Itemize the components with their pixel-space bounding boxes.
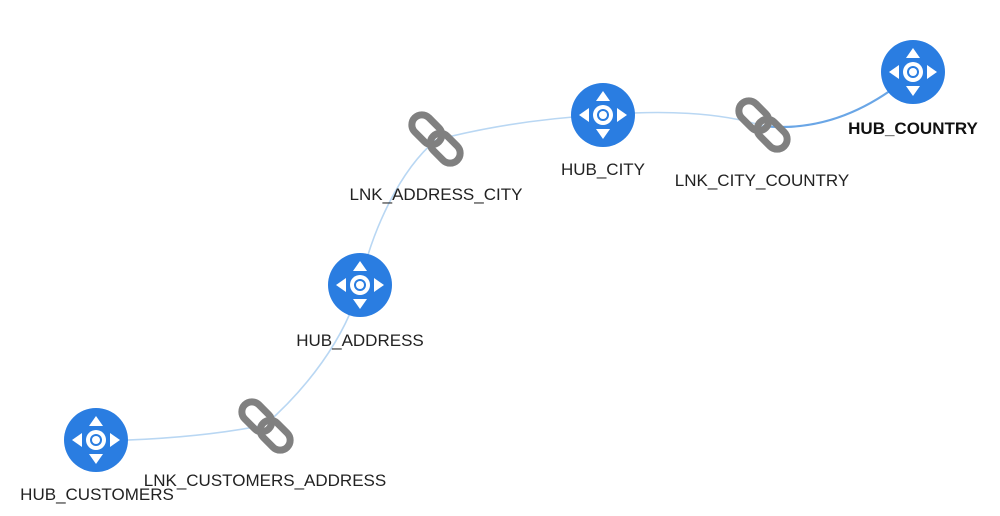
node-hub-customers[interactable]: HUB_CUSTOMERS <box>20 408 174 504</box>
node-hub-city[interactable]: HUB_CITY <box>561 83 645 179</box>
node-label-hub-country: HUB_COUNTRY <box>848 119 978 138</box>
node-hub-country[interactable]: HUB_COUNTRY <box>848 40 979 138</box>
node-label-lnk-address-city: LNK_ADDRESS_CITY <box>350 185 523 204</box>
node-label-hub-address: HUB_ADDRESS <box>296 331 424 350</box>
hub-icon <box>881 40 945 104</box>
chain-link-icon <box>735 97 792 154</box>
hub-icon <box>64 408 128 472</box>
node-label-hub-city: HUB_CITY <box>561 160 645 179</box>
node-label-lnk-city-country: LNK_CITY_COUNTRY <box>675 171 849 190</box>
chain-link-icon <box>408 111 465 168</box>
node-lnk-customers-address[interactable]: LNK_CUSTOMERS_ADDRESS <box>144 398 386 490</box>
node-label-hub-customers: HUB_CUSTOMERS <box>20 485 174 504</box>
node-label-lnk-customers-address: LNK_CUSTOMERS_ADDRESS <box>144 471 386 490</box>
hub-icon <box>328 253 392 317</box>
hub-icon <box>571 83 635 147</box>
node-hub-address[interactable]: HUB_ADDRESS <box>296 253 424 350</box>
node-lnk-address-city[interactable]: LNK_ADDRESS_CITY <box>350 111 523 204</box>
node-lnk-city-country[interactable]: LNK_CITY_COUNTRY <box>675 97 849 190</box>
